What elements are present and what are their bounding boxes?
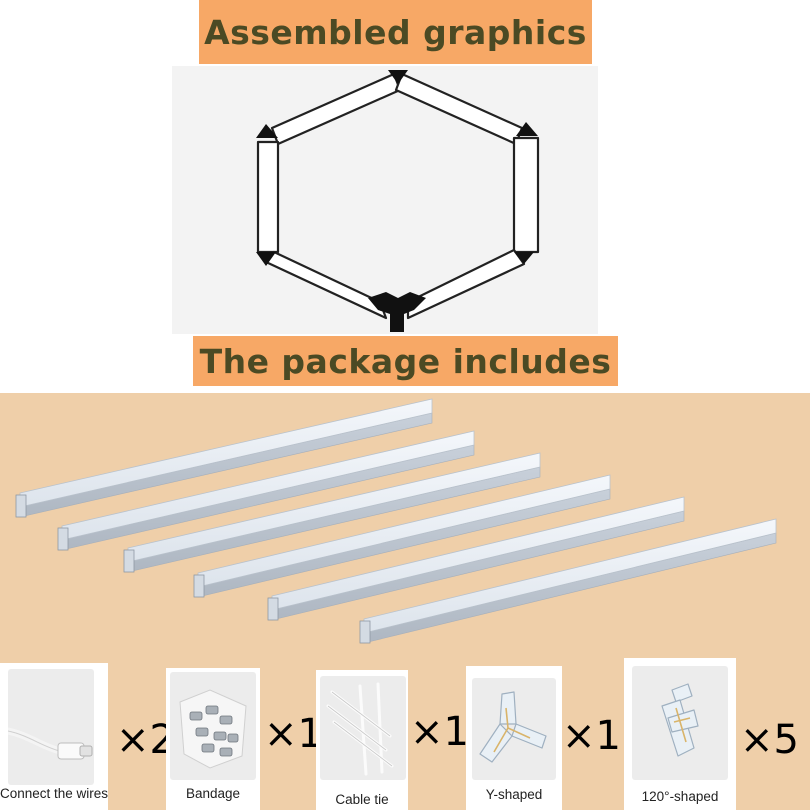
connector-top-right <box>516 122 538 136</box>
light-bar <box>123 452 541 573</box>
light-bar-right <box>512 136 540 254</box>
light-bar-left <box>256 140 280 254</box>
assembled-graphic-panel <box>172 66 598 334</box>
accessory-card-wires: Connect the wires <box>0 663 108 810</box>
connector-top-left <box>256 124 278 138</box>
accessory-label: 120°-shaped <box>641 789 719 804</box>
accessory-label: Connect the wires <box>0 786 109 801</box>
accessory-label: Bandage <box>185 786 241 801</box>
light-bars-illustration <box>15 398 777 644</box>
light-bar-top-left <box>270 72 402 146</box>
accessory-card-bandage: Bandage <box>166 668 260 810</box>
light-bar <box>57 430 475 551</box>
accessory-quantity: ×1 <box>410 709 469 755</box>
package-includes-heading: The package includes <box>193 336 618 386</box>
hexagon-assembly-diagram <box>256 70 540 332</box>
light-bar-bottom-left <box>264 250 388 320</box>
light-bar-top-right <box>394 72 524 146</box>
accessory-quantity: ×5 <box>740 717 799 763</box>
accessory-quantity: ×1 <box>562 713 621 759</box>
angle-connector-icon <box>632 666 728 780</box>
connector-bottom-left <box>256 252 276 266</box>
light-bar-bottom-right <box>406 248 526 320</box>
connector-bottom-right <box>514 252 534 264</box>
connector-top <box>388 70 408 84</box>
clips-bag-icon <box>170 672 256 780</box>
y-connector-icon <box>472 678 556 780</box>
light-bar <box>267 496 685 621</box>
accessory-card-cable-tie: Cable tie <box>316 670 408 810</box>
wire-connector-icon <box>8 669 94 785</box>
accessory-label: Y-shaped <box>485 787 543 802</box>
accessory-quantity: ×1 <box>264 711 323 757</box>
cable-tie-icon <box>320 676 406 780</box>
light-bar <box>359 518 777 644</box>
assembled-graphics-heading: Assembled graphics <box>199 0 592 64</box>
accessory-quantity: ×2 <box>116 717 175 763</box>
light-bar <box>193 474 611 598</box>
accessory-label: Cable tie <box>335 792 389 807</box>
y-connector <box>368 292 426 332</box>
accessory-card-y-shaped: Y-shaped <box>466 666 562 810</box>
light-bar <box>15 398 433 518</box>
accessory-card-120-shaped: 120°-shaped <box>624 658 736 810</box>
